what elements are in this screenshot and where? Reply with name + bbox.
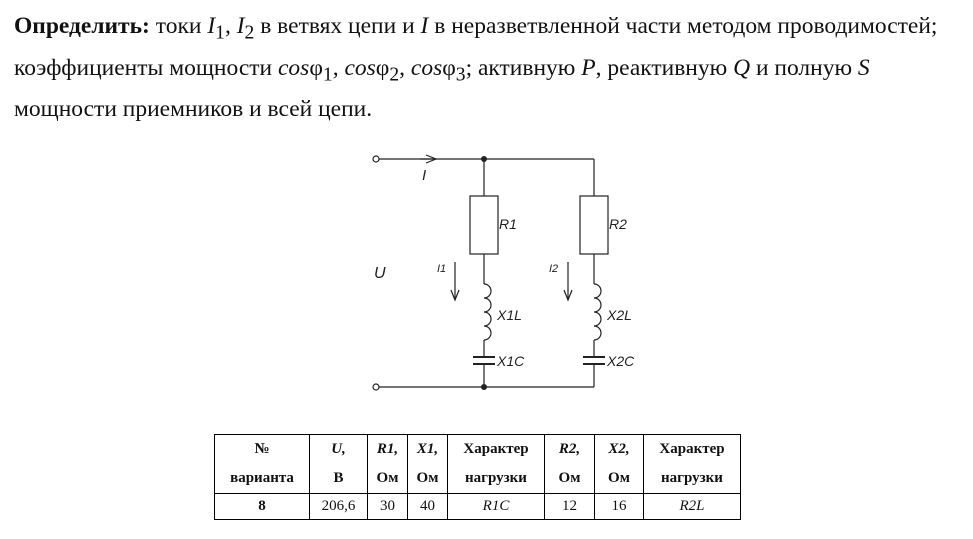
cell-variant: 8 bbox=[214, 493, 310, 520]
terminal-bottom bbox=[372, 383, 380, 391]
inductor-x2l bbox=[593, 283, 602, 341]
header-variant: варианта bbox=[214, 464, 310, 494]
label-u: U bbox=[374, 265, 386, 282]
label-x1c: X1C bbox=[496, 353, 525, 369]
terminal-top bbox=[372, 155, 380, 163]
header-x1: X1, bbox=[407, 434, 448, 464]
label-x2c: X2C bbox=[606, 353, 635, 369]
header-unit-v: В bbox=[309, 464, 368, 494]
node-bottom bbox=[481, 384, 487, 390]
label-x2l: X2L bbox=[606, 307, 632, 323]
table-header-row-top: № U, R1, X1, Характер R2, X2, Характер bbox=[214, 434, 741, 464]
cell-x2: 16 bbox=[594, 493, 644, 520]
header-unit-ohm-r1: Ом bbox=[367, 464, 408, 494]
resistor-r1 bbox=[469, 195, 499, 255]
inductor-x1l bbox=[483, 283, 492, 341]
header-load-1: нагрузки bbox=[447, 464, 545, 494]
header-load-type-2: Характер bbox=[643, 434, 741, 464]
cell-r1: 30 bbox=[367, 493, 408, 520]
header-load-2: нагрузки bbox=[643, 464, 741, 494]
label-r1: R1 bbox=[499, 216, 517, 232]
label-r2: R2 bbox=[609, 216, 627, 232]
table-header-row-bottom: варианта В Ом Ом нагрузки Ом Ом нагрузки bbox=[214, 464, 741, 494]
label-i2: I2 bbox=[549, 263, 558, 275]
cell-x1: 40 bbox=[407, 493, 448, 520]
header-x2: X2, bbox=[594, 434, 644, 464]
header-load-type-1: Характер bbox=[447, 434, 545, 464]
cell-r2: 12 bbox=[544, 493, 595, 520]
task-label: Определить: bbox=[14, 13, 150, 39]
resistor-r2 bbox=[579, 195, 609, 255]
node-top bbox=[481, 156, 487, 162]
task-statement: Определить: токи I1, I2 в ветвях цепи и … bbox=[14, 13, 938, 123]
variant-table: № U, R1, X1, Характер R2, X2, Характер в… bbox=[214, 434, 741, 520]
cell-load-1: R1C bbox=[447, 493, 545, 520]
header-number: № bbox=[214, 434, 310, 464]
label-x1l: X1L bbox=[496, 307, 522, 323]
label-i: I bbox=[422, 167, 426, 184]
header-unit-ohm-r2: Ом bbox=[544, 464, 595, 494]
header-r1: R1, bbox=[367, 434, 408, 464]
cell-load-2: R2L bbox=[643, 493, 741, 520]
header-u: U, bbox=[309, 434, 368, 464]
header-unit-ohm-x2: Ом bbox=[594, 464, 644, 494]
header-r2: R2, bbox=[544, 434, 595, 464]
table-row: 8 206,6 30 40 R1C 12 16 R2L bbox=[214, 493, 741, 520]
cell-u: 206,6 bbox=[309, 493, 368, 520]
label-i1: I1 bbox=[437, 263, 446, 275]
header-unit-ohm-x1: Ом bbox=[407, 464, 448, 494]
